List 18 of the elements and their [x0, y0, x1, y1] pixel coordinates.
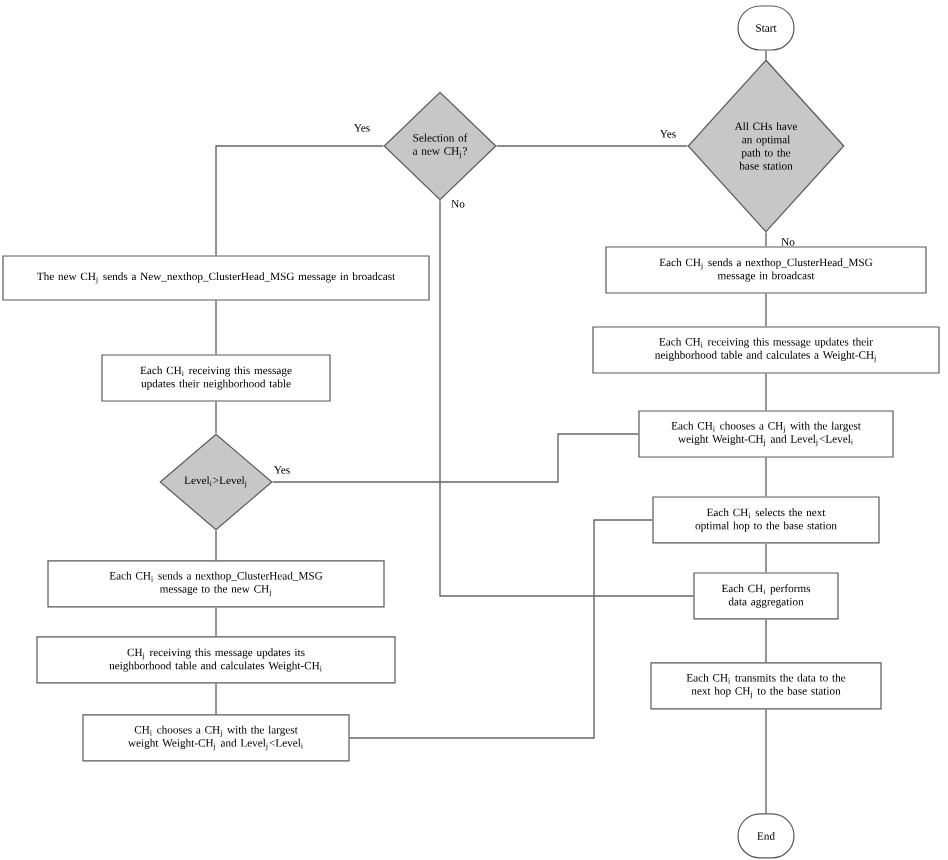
- connector: [271, 433, 640, 483]
- connector: [765, 49, 767, 61]
- connector: [765, 708, 767, 815]
- connector: [215, 529, 217, 562]
- connector: [348, 519, 654, 739]
- connector: [495, 145, 689, 147]
- connector: [215, 145, 385, 257]
- connector: [215, 606, 217, 638]
- connector: [215, 682, 217, 716]
- connector: [765, 618, 767, 664]
- connector: [765, 231, 767, 248]
- connector: [765, 456, 767, 498]
- connector: [765, 292, 767, 328]
- connector: [215, 400, 217, 435]
- connector: [215, 299, 217, 356]
- connector: [765, 542, 767, 574]
- connector: [439, 199, 695, 597]
- connector: [765, 372, 767, 412]
